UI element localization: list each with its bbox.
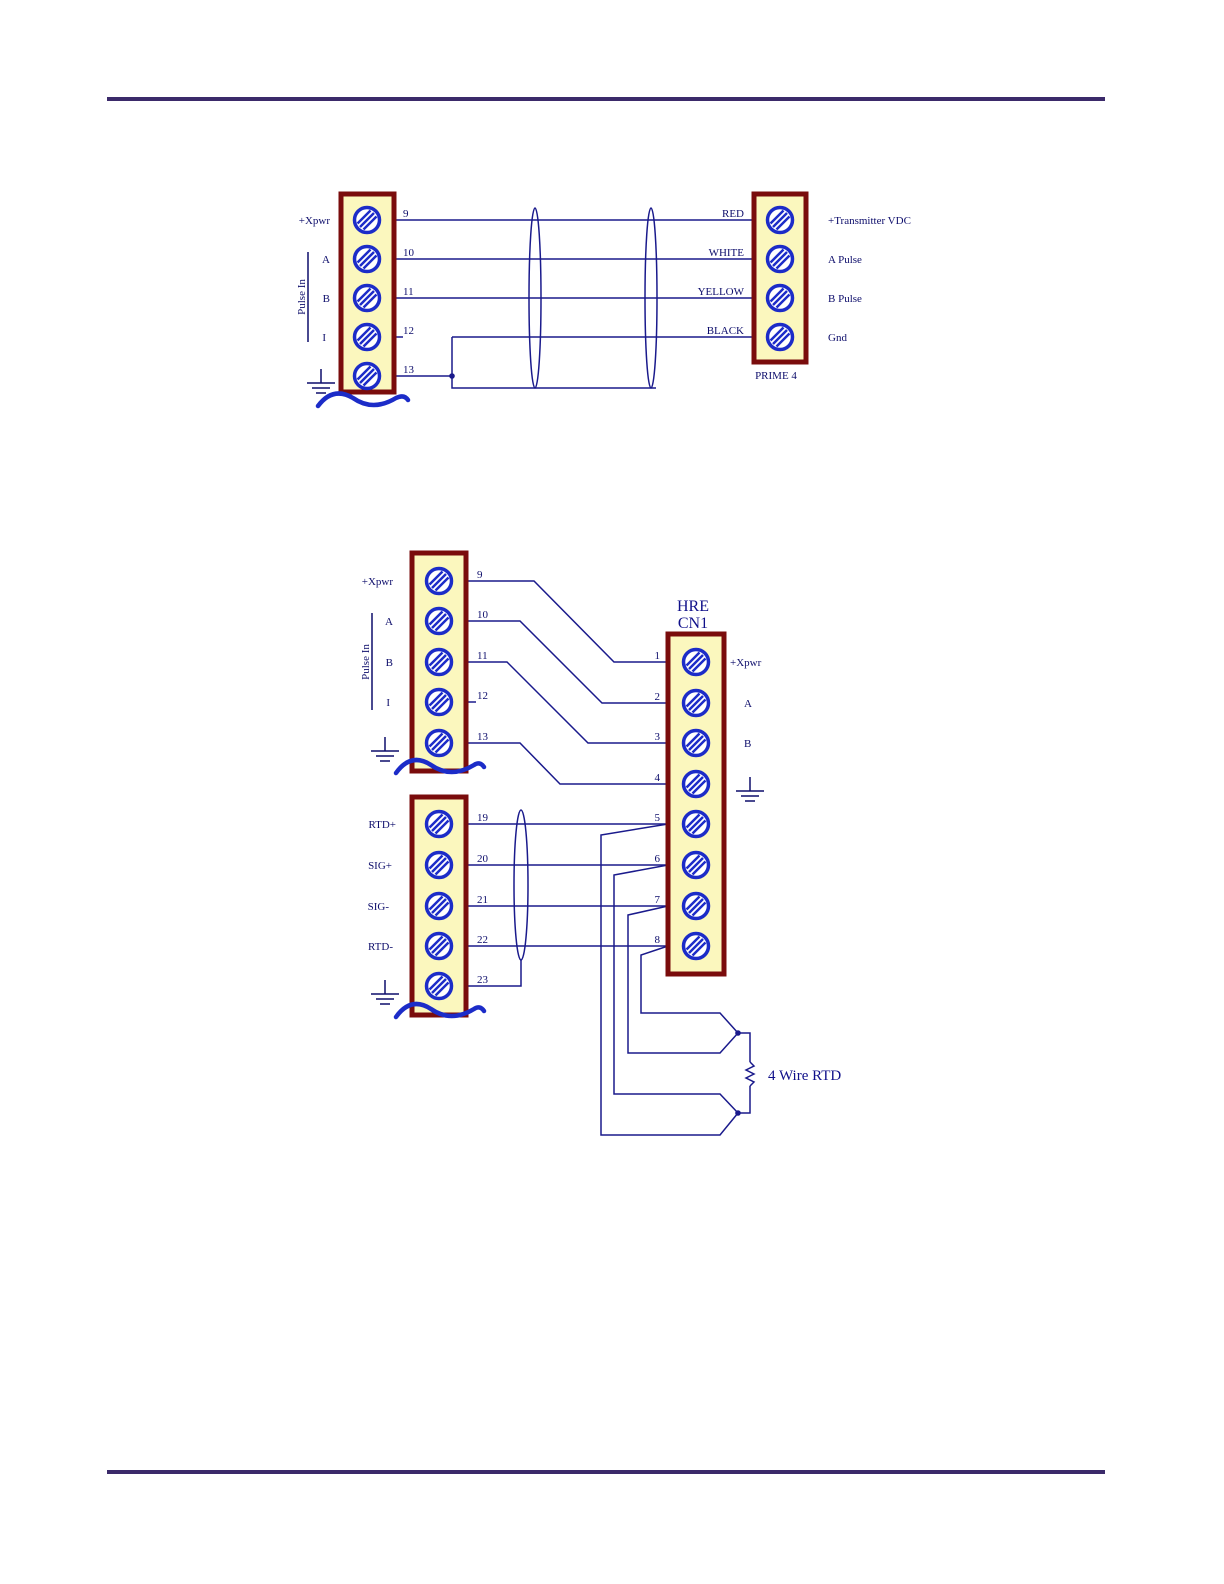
- hre-label-b: B: [744, 738, 751, 750]
- screw-hre-2: [684, 691, 709, 716]
- screw-hre-7: [684, 894, 709, 919]
- screw-10: [427, 609, 452, 634]
- device-name-prime4: PRIME 4: [755, 370, 797, 382]
- hre-num-2: 2: [655, 691, 661, 703]
- terminal-num-13: 13: [477, 731, 489, 743]
- terminal-block-hre: [668, 634, 724, 974]
- hre-num-8: 8: [655, 934, 661, 946]
- wire-color-white: WHITE: [709, 247, 745, 259]
- terminal-num-9: 9: [403, 208, 409, 220]
- screw-11: [355, 286, 380, 311]
- ground-icon: [307, 369, 335, 393]
- device-title-cn1: CN1: [678, 615, 708, 632]
- diagram-1-prime4: Pulse In +Xpwr A B I 9 10 11 12 13 RED W…: [296, 194, 911, 406]
- rtd-label: 4 Wire RTD: [768, 1068, 841, 1084]
- hre-num-6: 6: [655, 853, 661, 865]
- screw-prime4-3: [768, 286, 793, 311]
- device-title-hre: HRE: [677, 598, 709, 615]
- terminal-num-21: 21: [477, 894, 488, 906]
- label-a-pulse: A Pulse: [828, 254, 862, 266]
- junction-dot: [449, 373, 455, 379]
- screw-12: [355, 325, 380, 350]
- screw-20: [427, 853, 452, 878]
- terminal-num-12: 12: [477, 690, 488, 702]
- screw-9: [427, 569, 452, 594]
- label-transmitter-vdc: +Transmitter VDC: [828, 215, 911, 227]
- screw-21: [427, 894, 452, 919]
- screw-prime4-1: [768, 208, 793, 233]
- screw-9: [355, 208, 380, 233]
- junction-dot-top: [735, 1030, 741, 1036]
- ground-icon-bottom: [371, 980, 399, 1004]
- label-a: A: [322, 254, 330, 266]
- diagram-2-hre: HRE CN1 Pulse In +Xpwr A B I RTD+ SIG+ S…: [360, 553, 841, 1135]
- ground-icon-top: [371, 737, 399, 761]
- rtd-resistor: [746, 1062, 754, 1086]
- label-rtd-plus: RTD+: [368, 819, 396, 831]
- terminal-num-22: 22: [477, 934, 488, 946]
- junction-dot-bottom: [735, 1110, 741, 1116]
- screw-hre-5: [684, 812, 709, 837]
- label-gnd: Gnd: [828, 332, 847, 344]
- label-a-2: A: [385, 616, 393, 628]
- hre-num-1: 1: [655, 650, 661, 662]
- label-b: B: [323, 293, 330, 305]
- screw-prime4-2: [768, 247, 793, 272]
- screw-12: [427, 690, 452, 715]
- wire-color-red: RED: [722, 208, 744, 220]
- label-i-2: I: [386, 697, 390, 709]
- label-b-2: B: [386, 657, 393, 669]
- hre-label-xpwr: +Xpwr: [730, 657, 762, 669]
- screw-hre-6: [684, 853, 709, 878]
- screw-13: [427, 731, 452, 756]
- wire-color-black: BLACK: [707, 325, 744, 337]
- terminal-num-11: 11: [403, 286, 414, 298]
- hre-num-3: 3: [655, 731, 661, 743]
- ground-icon-hre: [736, 777, 764, 801]
- terminal-num-20: 20: [477, 853, 489, 865]
- terminal-num-11: 11: [477, 650, 488, 662]
- screw-22: [427, 934, 452, 959]
- screw-hre-1: [684, 650, 709, 675]
- label-sig-minus: SIG-: [368, 901, 390, 913]
- hre-num-5: 5: [655, 812, 661, 824]
- wire-23-drain: [466, 960, 521, 986]
- hre-num-7: 7: [655, 894, 661, 906]
- label-i: I: [322, 332, 326, 344]
- screw-13: [355, 364, 380, 389]
- hre-label-a: A: [744, 698, 752, 710]
- screw-hre-3: [684, 731, 709, 756]
- screw-23: [427, 974, 452, 999]
- pulse-in-label: Pulse In: [296, 279, 308, 315]
- cable-wave: [318, 394, 408, 407]
- screw-prime4-4: [768, 325, 793, 350]
- terminal-num-9: 9: [477, 569, 483, 581]
- shield-drain: [452, 376, 656, 388]
- wire-color-yellow: YELLOW: [698, 286, 745, 298]
- screw-19: [427, 812, 452, 837]
- label-xpwr: +Xpwr: [299, 215, 331, 227]
- screw-11: [427, 650, 452, 675]
- screw-10: [355, 247, 380, 272]
- terminal-num-23: 23: [477, 974, 489, 986]
- rtd-lead-bottom: [738, 1086, 750, 1113]
- terminal-num-13: 13: [403, 364, 415, 376]
- terminal-num-12: 12: [403, 325, 414, 337]
- pulse-in-label-2: Pulse In: [360, 644, 372, 680]
- wire-13-to-4: [466, 743, 668, 784]
- terminal-num-10: 10: [477, 609, 489, 621]
- label-rtd-minus: RTD-: [368, 941, 393, 953]
- cable-shield-rtd: [514, 810, 528, 960]
- label-sig-plus: SIG+: [368, 860, 392, 872]
- rtd-lead-top: [738, 1033, 750, 1062]
- label-b-pulse: B Pulse: [828, 293, 862, 305]
- label-xpwr-2: +Xpwr: [362, 576, 394, 588]
- terminal-num-19: 19: [477, 812, 489, 824]
- terminal-num-10: 10: [403, 247, 415, 259]
- hre-num-4: 4: [655, 772, 661, 784]
- screw-hre-8: [684, 934, 709, 959]
- screw-hre-4: [684, 772, 709, 797]
